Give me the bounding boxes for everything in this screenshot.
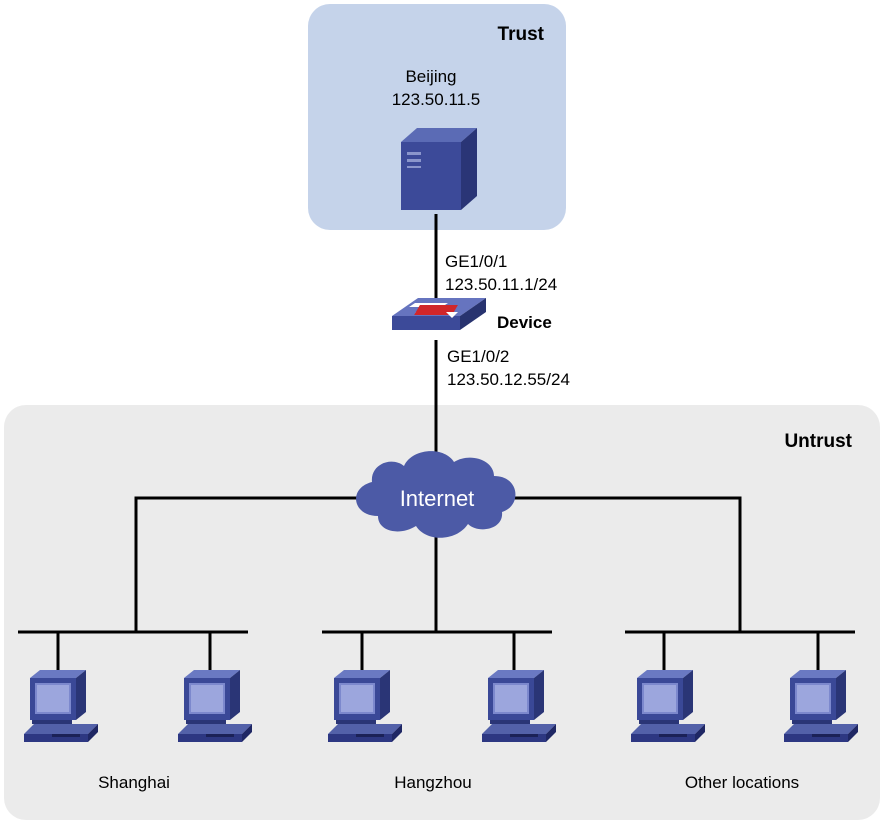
uplink-interface: GE1/0/1 (445, 252, 507, 271)
trust-zone (308, 4, 566, 230)
site-label-other: Other locations (685, 773, 799, 792)
internet-label: Internet (400, 486, 475, 511)
site-label-hangzhou: Hangzhou (394, 773, 472, 792)
device-label: Device (497, 313, 552, 332)
untrust-zone-label: Untrust (784, 431, 852, 452)
internet-cloud-icon (356, 451, 516, 538)
links (18, 214, 855, 672)
cloud-other-link (508, 496, 742, 632)
downlink-ip: 123.50.12.55/24 (447, 370, 570, 389)
site-label-shanghai: Shanghai (98, 773, 170, 792)
cloud-shanghai-link (134, 496, 360, 632)
firewall-icon (392, 298, 486, 330)
downlink-interface: GE1/0/2 (447, 347, 509, 366)
server-name: Beijing (405, 67, 456, 86)
server-icon (401, 128, 477, 210)
server-ip: 123.50.11.5 (392, 90, 481, 109)
trust-zone-label: Trust (498, 24, 545, 45)
uplink-ip: 123.50.11.1/24 (445, 275, 557, 294)
